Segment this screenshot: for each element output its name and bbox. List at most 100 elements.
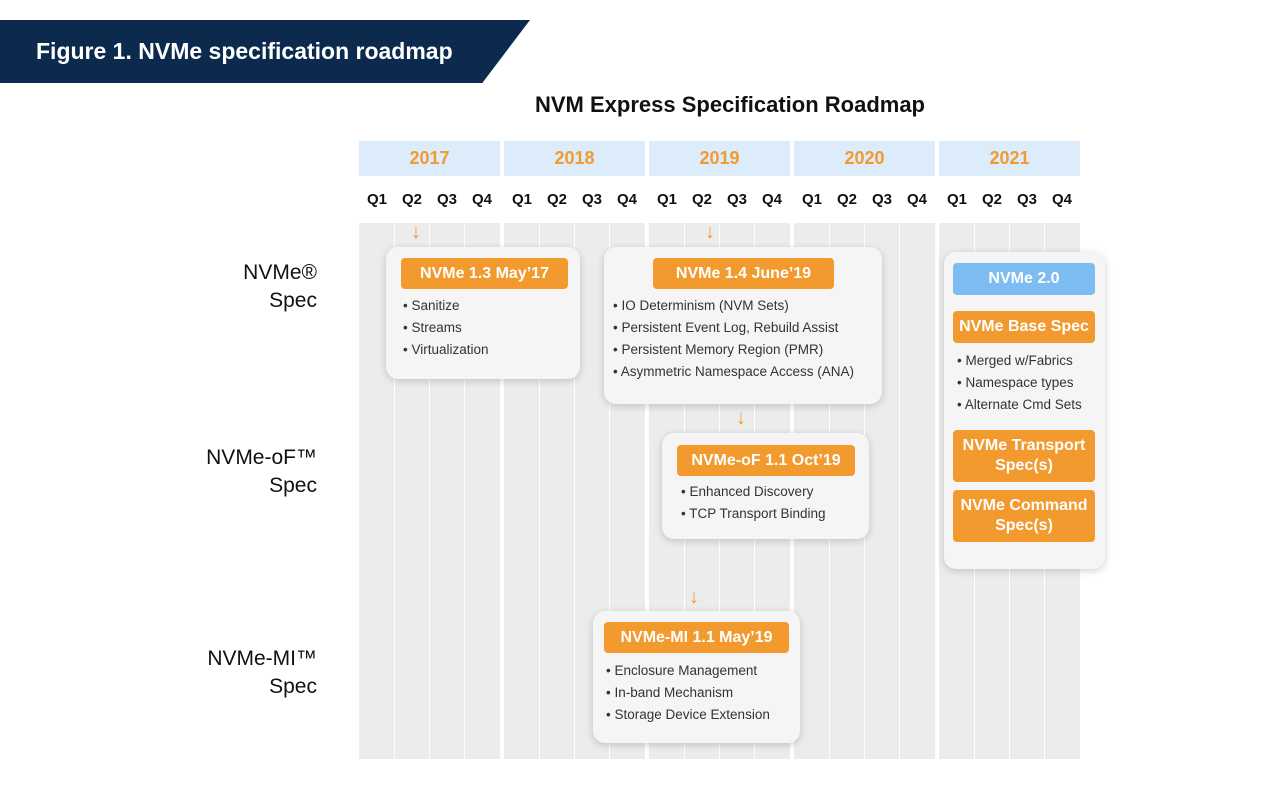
quarter-label: Q1 [511,191,532,208]
bullet-icon: • [613,320,618,335]
pill-line: NVMe Command [960,497,1088,514]
feature-text: Virtualization [411,342,489,357]
feature-item: • Merged w/Fabrics [957,353,1073,368]
year-header-2018: 2018 [504,141,645,176]
release-label-nvme-1-3: NVMe 1.3 May’17 [401,258,568,289]
quarter-label: Q3 [726,191,747,208]
feature-text: Persistent Event Log, Rebuild Assist [621,320,839,335]
down-arrow-icon: ↓ [736,407,746,429]
chart-title: NVM Express Specification Roadmap [535,92,925,117]
row-label-line: Spec [269,289,317,312]
feature-text: Enclosure Management [614,663,758,678]
quarter-divider [574,223,575,759]
bullet-icon: • [403,320,408,335]
feature-item: • Virtualization [403,342,489,357]
pill-line: Spec(s) [995,457,1053,474]
quarter-label: Q1 [801,191,822,208]
quarter-label: Q3 [436,191,457,208]
feature-item: • Enclosure Management [606,663,757,678]
feature-item: • Namespace types [957,375,1074,390]
quarter-label: Q4 [761,191,782,208]
quarter-divider [539,223,540,759]
quarter-label: Q2 [981,191,1002,208]
bullet-icon: • [613,342,618,357]
year-divider [500,223,504,759]
quarter-label: Q2 [401,191,422,208]
quarter-label: Q4 [906,191,927,208]
feature-item: • TCP Transport Binding [681,506,826,521]
feature-text: Namespace types [965,375,1074,390]
feature-text: Sanitize [411,298,460,313]
quarter-divider [429,223,430,759]
year-header-2021: 2021 [939,141,1080,176]
figure-title: Figure 1. NVMe specification roadmap [36,38,453,64]
quarter-label: Q2 [546,191,567,208]
feature-text: TCP Transport Binding [689,506,826,521]
down-arrow-icon: ↓ [705,221,715,243]
feature-text: Persistent Memory Region (PMR) [621,342,824,357]
bullet-icon: • [613,364,618,379]
quarter-label: Q1 [366,191,387,208]
figure-banner [0,20,530,83]
quarter-label: Q4 [1051,191,1072,208]
feature-text: In-band Mechanism [614,685,734,700]
release-label-nvme-2-0: NVMe 2.0 [953,263,1095,295]
row-label-line: Spec [269,474,317,497]
feature-text: Merged w/Fabrics [965,353,1073,368]
release-label-nvme-of-1-1: NVMe-oF 1.1 Oct’19 [677,445,855,476]
bullet-icon: • [403,298,408,313]
year-header-2020: 2020 [794,141,935,176]
row-label-nvmemi: NVMe-MI™ Spec [157,645,317,701]
nvme-base-spec-label: NVMe Base Spec [953,311,1095,343]
bullet-icon: • [957,375,962,390]
feature-text: IO Determinism (NVM Sets) [621,298,789,313]
quarter-label: Q2 [836,191,857,208]
quarter-divider [464,223,465,759]
quarter-label: Q4 [471,191,492,208]
year-divider [935,223,939,759]
year-header-2017: 2017 [359,141,500,176]
pill-line: NVMe Transport [962,437,1086,454]
quarter-label: Q1 [656,191,677,208]
bullet-icon: • [681,506,686,521]
bullet-icon: • [606,663,611,678]
quarter-label: Q3 [871,191,892,208]
quarter-label: Q3 [581,191,602,208]
quarter-label: Q4 [616,191,637,208]
feature-text: Asymmetric Namespace Access (ANA) [620,364,855,379]
bullet-icon: • [957,353,962,368]
nvme-command-spec-label: NVMe Command Spec(s) [953,490,1095,542]
bullet-icon: • [606,685,611,700]
feature-item: • Persistent Memory Region (PMR) [613,342,823,357]
feature-item: • Persistent Event Log, Rebuild Assist [613,320,838,335]
bullet-icon: • [681,484,686,499]
bullet-icon: • [613,298,618,313]
feature-item: • Asymmetric Namespace Access (ANA) [613,364,854,379]
down-arrow-icon: ↓ [411,221,421,243]
nvme-transport-spec-label: NVMe Transport Spec(s) [953,430,1095,482]
quarter-label: Q2 [691,191,712,208]
bullet-icon: • [957,397,962,412]
quarter-divider [609,223,610,759]
quarter-label: Q1 [946,191,967,208]
quarter-label: Q3 [1016,191,1037,208]
feature-item: • Sanitize [403,298,460,313]
feature-item: • Alternate Cmd Sets [957,397,1082,412]
release-label-nvme-mi-1-1: NVMe-MI 1.1 May’19 [604,622,789,653]
row-label-line: NVMe-MI™ [207,647,317,670]
feature-text: Alternate Cmd Sets [964,397,1082,412]
year-header-2019: 2019 [649,141,790,176]
bullet-icon: • [606,707,611,722]
release-label-nvme-1-4: NVMe 1.4 June’19 [653,258,834,289]
feature-item: • Enhanced Discovery [681,484,813,499]
feature-text: Storage Device Extension [614,707,770,722]
quarter-divider [899,223,900,759]
quarter-divider [394,223,395,759]
down-arrow-icon: ↓ [689,586,699,608]
year-divider [645,223,649,759]
feature-item: • In-band Mechanism [606,685,733,700]
feature-text: Streams [411,320,462,335]
bullet-icon: • [403,342,408,357]
pill-line: Spec(s) [995,517,1053,534]
feature-text: Enhanced Discovery [689,484,814,499]
